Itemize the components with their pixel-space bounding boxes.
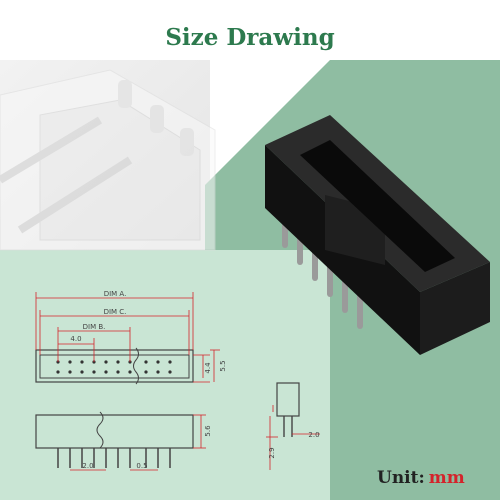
pin-profile-drawing: 2.0 2.9	[266, 382, 320, 470]
height-44-label: 4.4	[204, 362, 212, 374]
height-56-label: 5.6	[204, 425, 212, 437]
side-length-label: 2.9	[268, 447, 276, 458]
faded-connector-photo	[0, 69, 216, 251]
pitch-bottom-label: 2.0	[82, 462, 93, 470]
unit-caption: Unit:mm	[377, 468, 465, 488]
light-green-drawing-panel	[0, 250, 330, 500]
front-view-drawing: DIM A. DIM C. DIM B. 4.0 4.4 5.5	[35, 290, 227, 385]
connector-3d-illustration	[265, 115, 490, 355]
height-55-label: 5.5	[219, 360, 227, 371]
page-title: Size Drawing	[165, 24, 335, 51]
pin-width-label: 0.5	[136, 462, 147, 470]
side-view-drawing: 5.6 2.0 0.5	[35, 411, 212, 471]
unit-value: mm	[428, 468, 465, 488]
side-pitch-label: 2.0	[308, 431, 319, 439]
unit-label: Unit:	[377, 468, 425, 488]
pitch-top-label: 4.0	[70, 335, 81, 343]
dim-a-label: DIM A.	[104, 290, 127, 298]
dim-c-label: DIM C.	[104, 308, 127, 316]
dim-b-label: DIM B.	[83, 323, 106, 331]
